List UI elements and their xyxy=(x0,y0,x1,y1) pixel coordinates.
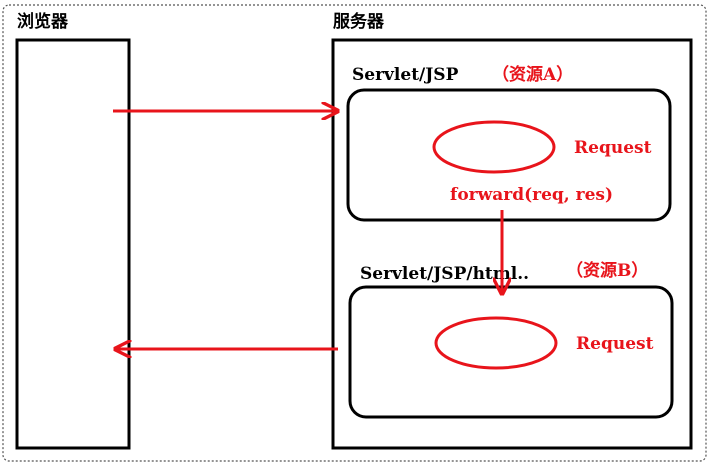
browser-heading: 浏览器 xyxy=(17,11,69,32)
server-heading: 服务器 xyxy=(333,11,385,32)
resource-b-title: Servlet/JSP/html.. xyxy=(360,264,529,284)
resource-a-box xyxy=(346,88,672,222)
resource-a-title: Servlet/JSP xyxy=(352,65,459,85)
forward-call-label: forward(req, res) xyxy=(450,185,613,205)
request-b-label: Request xyxy=(576,334,654,354)
outer-frame xyxy=(2,4,707,462)
request-b-ellipse xyxy=(434,316,558,370)
resource-a-tag: （资源A） xyxy=(492,64,573,85)
request-a-ellipse xyxy=(432,120,556,174)
request-a-label: Request xyxy=(574,138,652,158)
resource-b-box xyxy=(348,285,674,419)
resource-b-tag: （资源B） xyxy=(566,260,648,281)
browser-box xyxy=(15,38,131,450)
